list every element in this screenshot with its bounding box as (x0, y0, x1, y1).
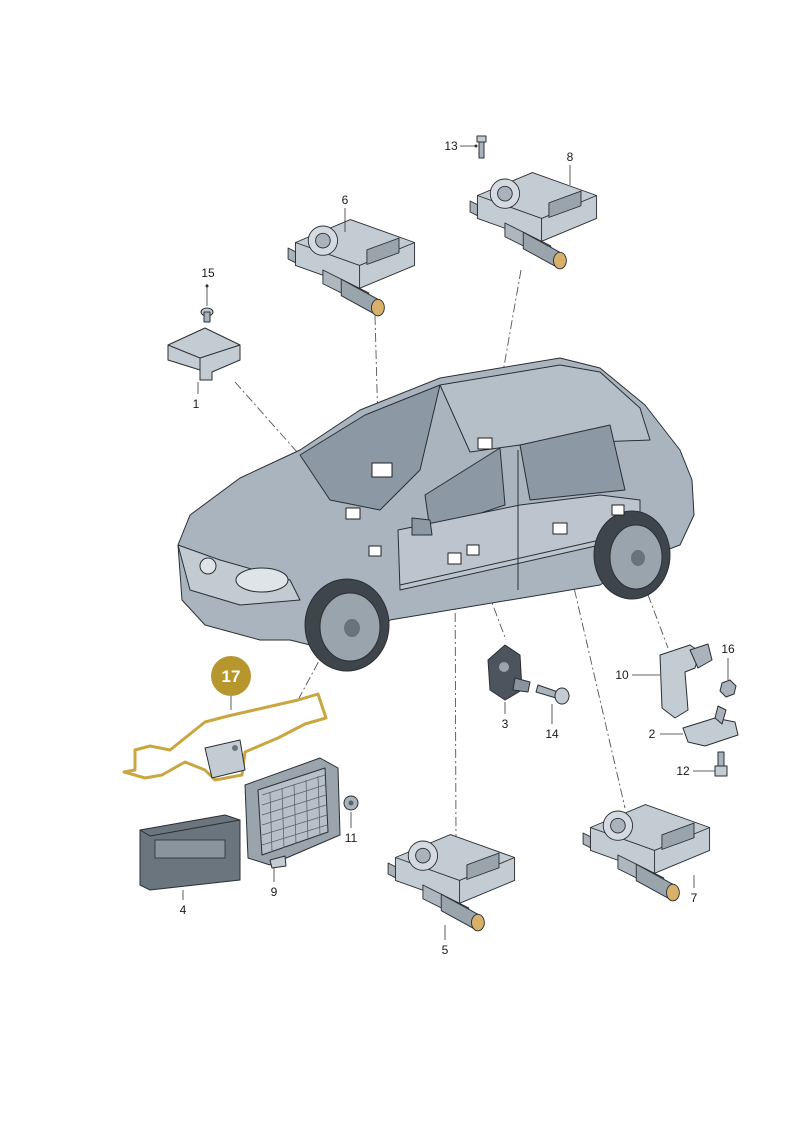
part-label-14: 14 (545, 727, 559, 741)
location-marker (477, 437, 493, 450)
part-label-10: 10 (615, 668, 629, 682)
control-unit-bracket-1 (167, 327, 241, 381)
leader-line-1 (234, 381, 353, 515)
bolt-13 (476, 135, 487, 159)
part-label-9: 9 (271, 885, 278, 899)
window-motor-7 (582, 804, 711, 902)
location-marker (447, 552, 462, 565)
part-label-11: 11 (345, 831, 358, 845)
highlight-badge-label: 17 (222, 667, 241, 686)
location-marker (611, 504, 625, 516)
location-marker (552, 522, 568, 535)
highlight-badge (211, 656, 251, 696)
nut-16 (719, 679, 737, 698)
location-marker (368, 545, 382, 557)
hinge-bracket-2 (682, 705, 739, 747)
part-label-2: 2 (649, 727, 656, 741)
rear-wheel (593, 510, 671, 600)
location-marker (345, 507, 361, 520)
part-label-16: 16 (721, 642, 735, 656)
part-label-4: 4 (180, 903, 187, 917)
location-marker (371, 462, 393, 478)
part-label-5: 5 (442, 943, 449, 957)
front-wheel (304, 578, 390, 672)
car-illustration (177, 357, 695, 672)
part-label-8: 8 (567, 150, 574, 164)
part-label-13: 13 (444, 139, 458, 153)
sensor-3 (487, 644, 531, 701)
part-label-15: 15 (201, 266, 215, 280)
part-label-3: 3 (502, 717, 509, 731)
part-label-7: 7 (691, 891, 698, 905)
module-housing-9 (244, 757, 341, 869)
control-module-4 (139, 814, 241, 891)
window-motor-6 (287, 219, 416, 317)
window-motor-5 (387, 834, 516, 932)
part-label-6: 6 (342, 193, 349, 207)
bolt-14 (535, 684, 570, 705)
clip-15 (200, 307, 214, 323)
location-marker (466, 544, 480, 556)
hinge-bracket-10 (659, 643, 713, 719)
part-label-12: 12 (676, 764, 690, 778)
nut-11 (343, 795, 359, 811)
leader-line-7 (562, 539, 626, 809)
bracket-17-highlighted (122, 692, 328, 782)
window-motor-8 (469, 172, 598, 270)
bolt-12 (714, 751, 728, 777)
part-label-1: 1 (193, 397, 200, 411)
